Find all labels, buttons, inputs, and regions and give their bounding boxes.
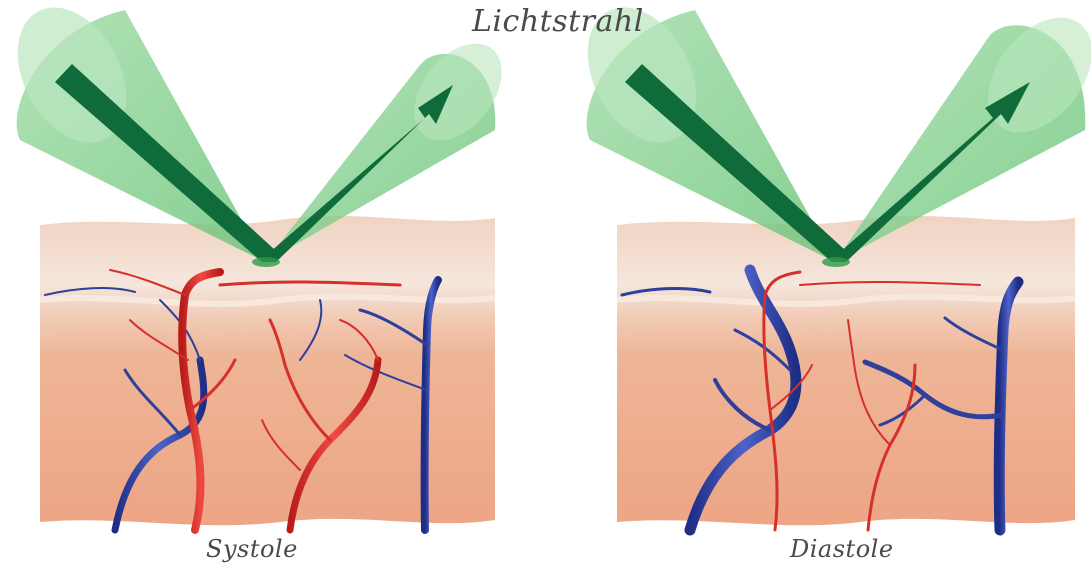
light-spot xyxy=(822,257,850,267)
panel-label-systole: Systole xyxy=(206,535,298,563)
panel-label-diastole: Diastole xyxy=(790,535,894,563)
title-label: Lichtstrahl xyxy=(472,4,644,39)
panel-diastole xyxy=(566,0,1091,530)
light-spot xyxy=(252,257,280,267)
panel-systole xyxy=(0,0,519,530)
